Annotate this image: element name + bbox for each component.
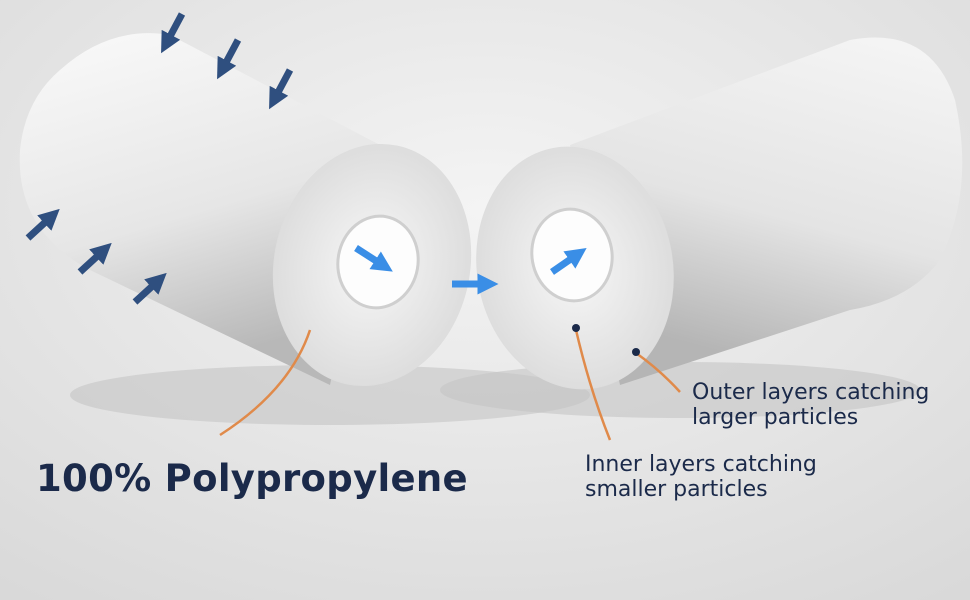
inner-caption-line: smaller particles xyxy=(585,477,768,503)
outer-layers-caption: Outer layers catching larger particles xyxy=(692,380,929,431)
outer-marker-dot xyxy=(632,348,640,356)
inner-marker-dot xyxy=(572,324,580,332)
outer-caption-line: Outer layers catching xyxy=(692,380,930,405)
right-cartridge xyxy=(476,37,963,390)
flow-arrows xyxy=(354,245,587,295)
arrow-icon xyxy=(217,38,242,80)
leader-lines xyxy=(219,329,681,441)
arrow-icon xyxy=(77,242,112,275)
material-label: 100% Polypropylene xyxy=(36,457,468,500)
arrow-icon xyxy=(25,208,60,241)
outer-caption-line: larger particles xyxy=(692,405,859,431)
arrow-icon xyxy=(550,248,587,275)
inner-caption-line: Inner layers catching xyxy=(585,452,817,477)
inflow-arrows xyxy=(25,12,294,305)
arrow-icon xyxy=(354,245,393,272)
arrow-icon xyxy=(269,68,294,110)
inner-layers-caption: Inner layers catching smaller particles xyxy=(585,452,817,503)
arrow-icon xyxy=(132,272,167,305)
arrow-icon xyxy=(161,12,186,54)
